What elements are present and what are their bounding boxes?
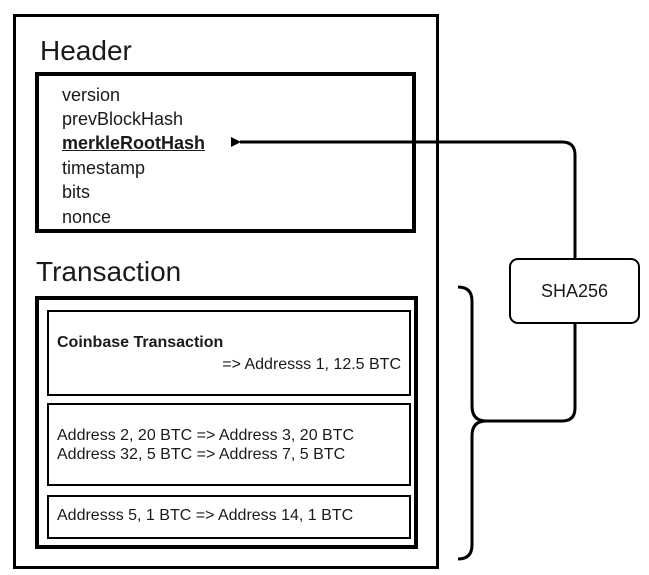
transactions-brace	[457, 285, 487, 561]
field-merkle-root-hash: merkleRootHash	[62, 133, 206, 153]
hash-to-merkle-arrow	[231, 137, 577, 258]
transaction-3: Addresss 5, 1 BTC => Address 14, 1 BTC	[47, 495, 411, 539]
coinbase-title: Coinbase Transaction	[57, 334, 224, 351]
header-title: Header	[40, 35, 132, 66]
transaction-2: Address 2, 20 BTC => Address 3, 20 BTC A…	[47, 403, 411, 486]
sha256-box: SHA256	[509, 258, 640, 324]
tx2-line-1: Address 2, 20 BTC => Address 3, 20 BTC	[57, 427, 355, 444]
header-fields-box: version prevBlockHash merkleRootHash tim…	[35, 72, 416, 233]
field-version: version	[62, 85, 121, 105]
field-bits: bits	[62, 182, 91, 202]
block-container	[13, 14, 439, 569]
transaction-title: Transaction	[36, 256, 182, 287]
tx3-line: Addresss 5, 1 BTC => Address 14, 1 BTC	[57, 507, 354, 524]
field-prev-block-hash: prevBlockHash	[62, 109, 184, 129]
brace-to-hash-connector	[486, 324, 577, 423]
tx2-line-2: Address 32, 5 BTC => Address 7, 5 BTC	[57, 446, 346, 463]
coinbase-detail: => Addresss 1, 12.5 BTC	[222, 356, 401, 373]
field-timestamp: timestamp	[62, 158, 146, 178]
coinbase-transaction: Coinbase Transaction => Addresss 1, 12.5…	[47, 310, 411, 396]
field-nonce: nonce	[62, 207, 112, 227]
transactions-box: Coinbase Transaction => Addresss 1, 12.5…	[35, 296, 418, 549]
